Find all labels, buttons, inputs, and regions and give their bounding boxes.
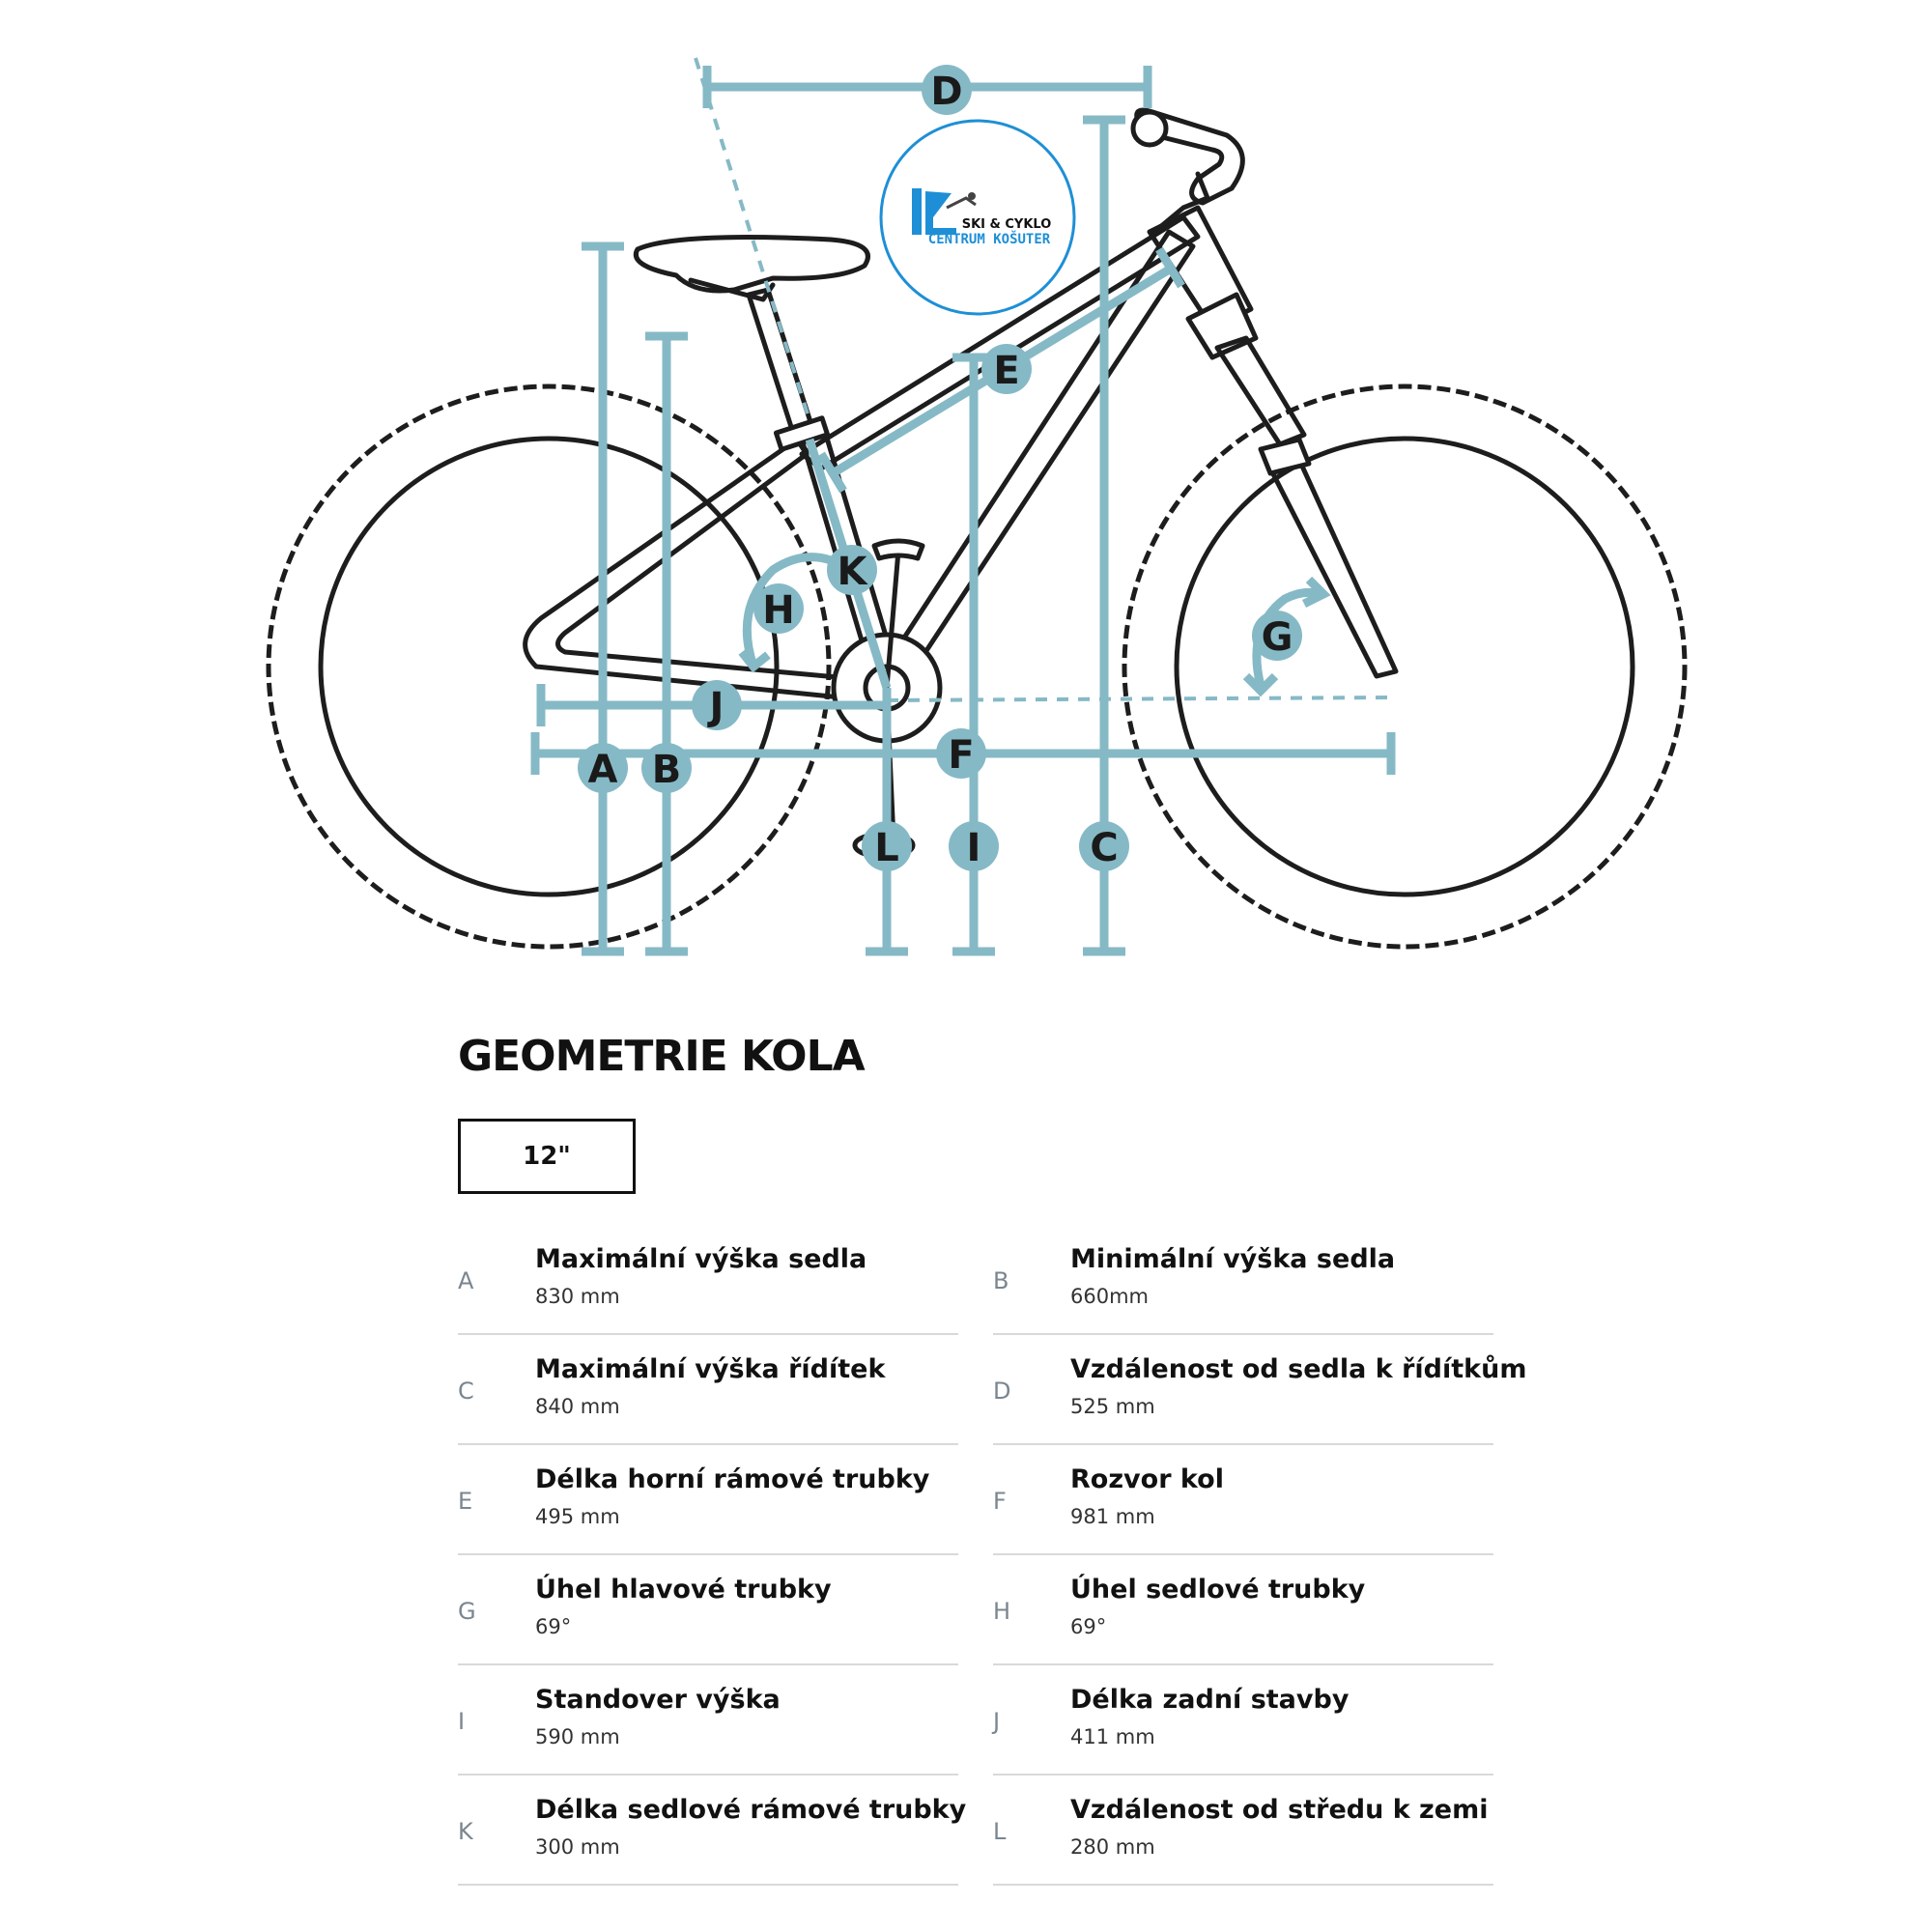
badge-d: D <box>922 65 972 115</box>
spec-letter: L <box>993 1818 1007 1845</box>
spec-value: 830 mm <box>535 1285 620 1308</box>
badge-f: F <box>936 728 986 779</box>
spec-item: I Standover výška 590 mm <box>458 1665 958 1776</box>
spec-item: G Úhel hlavové trubky 69° <box>458 1555 958 1665</box>
spec-letter: I <box>458 1708 466 1735</box>
svg-text:K: K <box>838 550 869 594</box>
badge-g: G <box>1252 611 1302 661</box>
spec-letter: B <box>993 1267 1009 1294</box>
spec-label: Délka horní rámové trubky <box>535 1464 930 1494</box>
spec-label: Vzdálenost od sedla k řídítkům <box>1070 1354 1527 1384</box>
spec-item: J Délka zadní stavby 411 mm <box>993 1665 1493 1776</box>
size-label: 12" <box>523 1142 571 1171</box>
rear-wheel <box>266 384 832 950</box>
badge-c: C <box>1079 821 1129 871</box>
spec-letter: J <box>993 1708 1001 1735</box>
spec-item: C Maximální výška řídítek 840 mm <box>458 1335 958 1445</box>
spec-label: Úhel sedlové trubky <box>1070 1575 1366 1605</box>
badge-b: B <box>641 743 692 793</box>
spec-item: E Délka horní rámové trubky 495 mm <box>458 1445 958 1555</box>
svg-text:H: H <box>762 588 794 633</box>
spec-value: 660mm <box>1070 1285 1149 1308</box>
size-selector[interactable]: 12" <box>458 1119 636 1194</box>
bike-geometry-diagram: A B C D E F G H I J K L SKI & CYKLO CENT… <box>266 57 1688 956</box>
spec-value: 300 mm <box>535 1835 620 1859</box>
badge-l: L <box>862 821 912 871</box>
spec-value: 981 mm <box>1070 1505 1155 1528</box>
spec-letter: C <box>458 1378 474 1405</box>
spec-label: Délka sedlové rámové trubky <box>535 1795 967 1825</box>
spec-item: D Vzdálenost od sedla k řídítkům 525 mm <box>993 1335 1526 1445</box>
svg-text:E: E <box>993 349 1019 393</box>
svg-text:L: L <box>874 826 899 870</box>
spec-label: Maximální výška řídítek <box>535 1354 886 1384</box>
logo-line1: SKI & CYKLO <box>962 217 1052 232</box>
svg-text:I: I <box>967 826 981 870</box>
spec-item: F Rozvor kol 981 mm <box>993 1445 1493 1555</box>
spec-letter: A <box>458 1267 474 1294</box>
page-title: GEOMETRIE KOLA <box>458 1032 866 1081</box>
svg-text:J: J <box>707 685 724 729</box>
spec-label: Standover výška <box>535 1685 781 1715</box>
spec-item: K Délka sedlové rámové trubky 300 mm <box>458 1776 966 1886</box>
spec-value: 590 mm <box>535 1725 620 1748</box>
shop-logo: SKI & CYKLO CENTRUM KOŠUTER <box>879 119 1076 316</box>
spec-label: Délka zadní stavby <box>1070 1685 1350 1715</box>
spec-letter: F <box>993 1488 1007 1515</box>
svg-text:F: F <box>948 733 974 778</box>
spec-label: Minimální výška sedla <box>1070 1244 1396 1274</box>
svg-text:C: C <box>1090 826 1118 870</box>
spec-item: H Úhel sedlové trubky 69° <box>993 1555 1493 1665</box>
spec-value: 525 mm <box>1070 1395 1155 1418</box>
svg-text:G: G <box>1262 615 1293 660</box>
spec-value: 69° <box>1070 1615 1107 1638</box>
badge-e: E <box>981 344 1032 394</box>
spec-letter: H <box>993 1598 1011 1625</box>
spec-item: A Maximální výška sedla 830 mm <box>458 1225 958 1335</box>
badge-k: K <box>827 545 877 595</box>
spec-value: 280 mm <box>1070 1835 1155 1859</box>
spec-label: Rozvor kol <box>1070 1464 1224 1494</box>
spec-letter: D <box>993 1378 1011 1405</box>
badge-h: H <box>753 583 804 634</box>
front-wheel <box>1122 384 1688 950</box>
spec-letter: K <box>458 1818 473 1845</box>
badge-j: J <box>692 680 742 730</box>
spec-value: 411 mm <box>1070 1725 1155 1748</box>
badge-i: I <box>949 821 999 871</box>
spec-label: Maximální výška sedla <box>535 1244 867 1274</box>
spec-label: Úhel hlavové trubky <box>535 1575 832 1605</box>
spec-value: 495 mm <box>535 1505 620 1528</box>
svg-text:B: B <box>652 748 682 792</box>
svg-text:D: D <box>930 70 962 114</box>
spec-label: Vzdálenost od středu k zemi <box>1070 1795 1489 1825</box>
spec-letter: E <box>458 1488 473 1515</box>
bike-frame <box>523 107 1399 860</box>
badge-a: A <box>578 743 628 793</box>
spec-value: 69° <box>535 1615 572 1638</box>
logo-line2: CENTRUM KOŠUTER <box>928 230 1051 247</box>
spec-value: 840 mm <box>535 1395 620 1418</box>
spec-item: B Minimální výška sedla 660mm <box>993 1225 1493 1335</box>
spec-item: L Vzdálenost od středu k zemi 280 mm <box>993 1776 1493 1886</box>
spec-letter: G <box>458 1598 476 1625</box>
svg-text:A: A <box>588 748 618 792</box>
